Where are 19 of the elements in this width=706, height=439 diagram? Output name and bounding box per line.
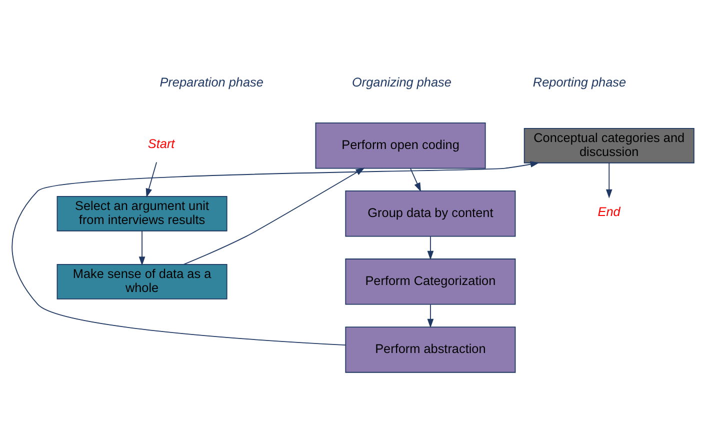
node-text: Start [148, 136, 175, 151]
label: Organizing phase [352, 74, 452, 89]
arrow [427, 304, 434, 328]
node-box: Conceptual categories and discussion [524, 127, 694, 163]
node-box: Group data by content [345, 190, 516, 236]
node-box: Perform Categorization [345, 258, 516, 304]
node-box: Perform abstraction [345, 326, 516, 372]
label: Reporting phase [532, 74, 626, 89]
arrow [410, 168, 421, 192]
node-text: End [598, 204, 620, 219]
arrow [12, 160, 540, 346]
arrow [427, 236, 434, 260]
node-box: Perform open coding [315, 122, 486, 168]
node-box: Select an argument unit from interviews results [56, 195, 228, 231]
node-box: Make sense of data as a whole [56, 263, 228, 299]
arrow [606, 162, 612, 198]
arrow [138, 230, 146, 266]
arrow [146, 161, 158, 198]
label: Preparation phase [160, 74, 264, 89]
